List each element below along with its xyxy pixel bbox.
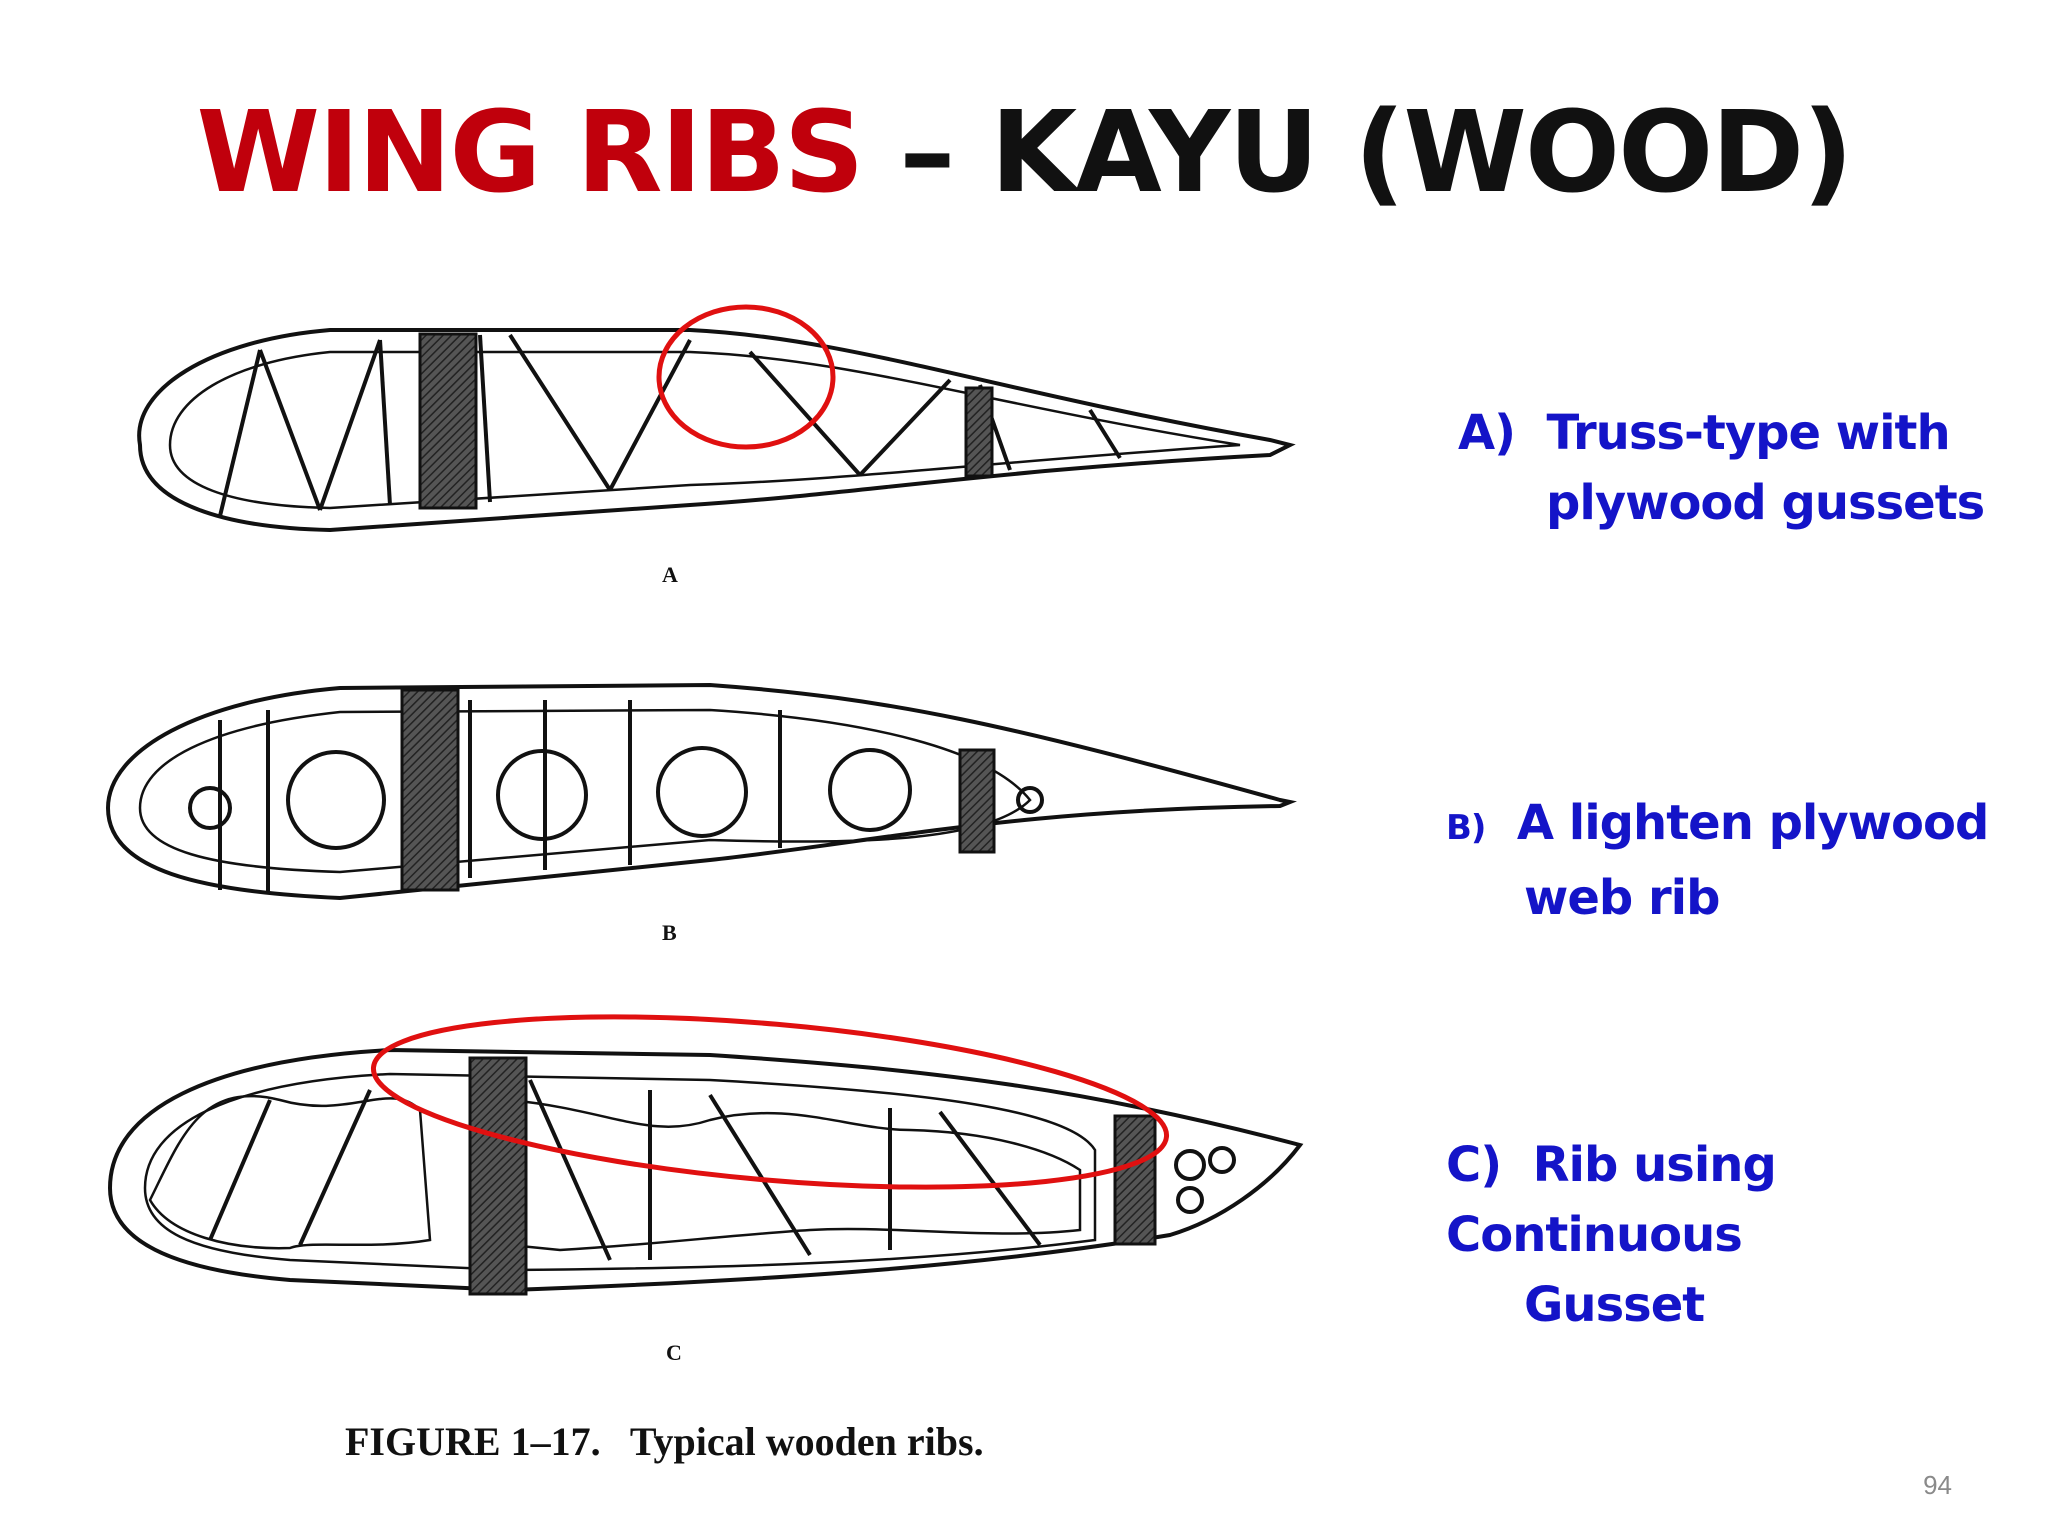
rib-c-spar-rear: [1113, 1114, 1157, 1246]
rib-c-drawing: [107, 1047, 1304, 1293]
title-highlight: WING RIBS: [196, 88, 865, 218]
title-rest: – KAYU (WOOD): [862, 88, 1853, 218]
figure-letter-c: C: [666, 1340, 682, 1365]
figure-caption: FIGURE 1–17. Typical wooden ribs.: [345, 1419, 984, 1464]
label-c-line2: Gusset: [1524, 1277, 1705, 1333]
figure-letter-b: B: [662, 920, 677, 945]
rib-b-drawing: [105, 682, 1297, 901]
rib-c-highlight-ellipse: [370, 1014, 1170, 1190]
label-a-line1: Truss-type with: [1546, 405, 1951, 461]
label-b-marker: B): [1446, 808, 1486, 848]
wooden-ribs-figure: [105, 304, 1304, 1296]
label-c: C) Rib using Continuous Gusset: [1446, 1130, 2048, 1340]
label-c-line1: Rib using Continuous: [1446, 1137, 1777, 1263]
rib-c-spar-front: [468, 1056, 528, 1296]
label-a-marker: A): [1458, 405, 1516, 461]
rib-a-spar-rear: [964, 386, 994, 478]
label-b-line2: web rib: [1524, 870, 1720, 926]
label-b: B) A lighten plywood web rib: [1446, 788, 1989, 933]
label-a: A) Truss-type with plywood gussets: [1458, 398, 1985, 538]
label-a-line2: plywood gussets: [1546, 475, 1985, 531]
rib-a-spar-front: [418, 332, 478, 510]
figure-letter-a: A: [662, 562, 678, 587]
label-c-marker: C): [1446, 1137, 1502, 1193]
rib-a-drawing: [137, 328, 1296, 533]
label-b-line1: A lighten plywood: [1516, 795, 1989, 851]
rib-a-highlight-ellipse: [656, 304, 836, 450]
rib-b-spar-front: [400, 688, 460, 892]
slide-title: WING RIBS – KAYU (WOOD): [0, 91, 2048, 215]
page-number: 94: [1923, 1470, 1952, 1500]
rib-b-spar-rear: [958, 748, 996, 854]
